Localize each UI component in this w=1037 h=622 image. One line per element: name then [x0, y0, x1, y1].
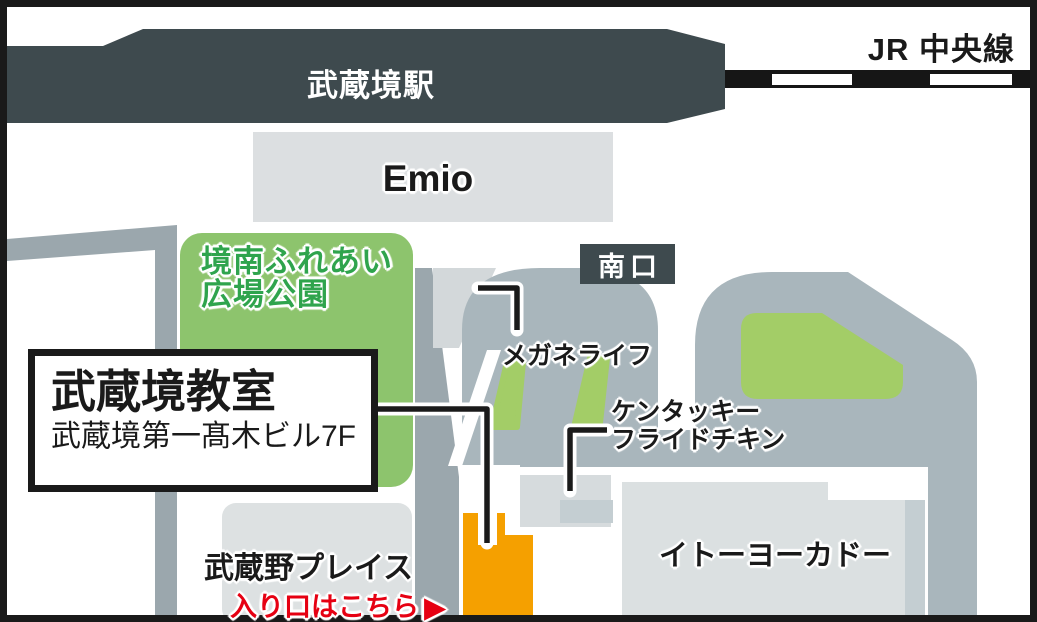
entrance-arrow-icon: ▶	[424, 592, 447, 622]
entrance-here-label: 入り口はこちら▶	[230, 585, 446, 622]
classroom-info-box: 武蔵境教室 武蔵境第一髙木ビル7F	[28, 349, 378, 492]
park-label-line1: 境南ふれあい	[201, 244, 393, 279]
station-building-shape	[7, 29, 725, 123]
target-building-shape	[463, 513, 533, 618]
left-road	[7, 225, 177, 615]
musashino-place-label: 武蔵野プレイス	[204, 552, 414, 585]
itoyokado-side-shape	[560, 500, 613, 523]
plaza-tree-2	[572, 355, 610, 426]
plaza-green-island	[741, 313, 903, 399]
itoyokado-building-shape	[622, 482, 905, 618]
kfc-label: ケンタッキー フライドチキン	[611, 398, 785, 454]
musashino-place-shape	[222, 503, 412, 622]
megane-leader-line	[478, 285, 520, 330]
entrance-here-text: 入り口はこちら	[230, 592, 419, 622]
center-road	[415, 268, 459, 615]
south-exit-label: 南口	[598, 251, 662, 282]
kfc-leader-line	[567, 427, 607, 491]
itoyokado-label: イトーヨーカドー	[658, 540, 891, 572]
classroom-subtitle: 武蔵境第一髙木ビル7F	[51, 420, 357, 453]
railway-tie-1	[772, 74, 852, 85]
classroom-title: 武蔵境教室	[51, 366, 277, 417]
jr-chuo-line-label: JR 中央線	[867, 32, 1015, 67]
park-label: 境南ふれあい 広場公園	[201, 245, 393, 311]
railway-tie-2	[930, 74, 1012, 85]
megane-life-label: メガネライフ	[502, 342, 653, 370]
classroom-leader-line	[374, 406, 490, 543]
park-label-line2: 広場公園	[201, 277, 329, 312]
kfc-label-line2: フライドチキン	[611, 426, 786, 454]
station-label: 武蔵境駅	[307, 68, 435, 103]
south-exit-badge: 南口	[580, 244, 675, 284]
emio-building-shape	[253, 132, 613, 222]
emio-label: Emio	[382, 158, 474, 199]
kfc-label-line1: ケンタッキー	[611, 398, 761, 426]
plaza-tree-1	[489, 359, 526, 430]
